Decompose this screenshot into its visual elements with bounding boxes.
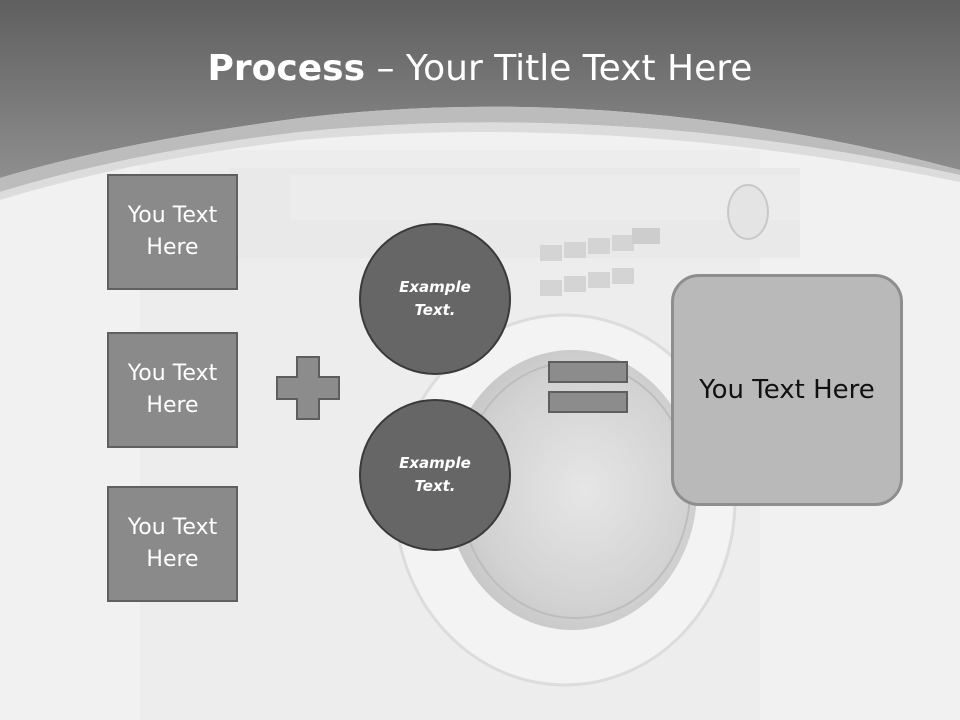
result-box: You Text Here bbox=[671, 274, 903, 506]
example-circle-1: Example Text. bbox=[359, 223, 511, 375]
circle-label: Example Text. bbox=[399, 278, 471, 319]
result-label: You Text Here bbox=[699, 375, 875, 405]
plus-icon bbox=[276, 356, 340, 420]
slide-title: Process – Your Title Text Here bbox=[0, 48, 960, 89]
input-box-label: You Text Here bbox=[127, 515, 218, 572]
title-rest: – Your Title Text Here bbox=[365, 48, 753, 89]
input-box-2: You Text Here bbox=[107, 332, 238, 448]
input-box-label: You Text Here bbox=[127, 361, 218, 418]
input-box-3: You Text Here bbox=[107, 486, 238, 602]
equals-icon bbox=[548, 361, 628, 413]
input-box-label: You Text Here bbox=[127, 203, 218, 260]
input-box-1: You Text Here bbox=[107, 174, 238, 290]
title-bold: Process bbox=[207, 48, 366, 89]
circle-label: Example Text. bbox=[399, 454, 471, 495]
example-circle-2: Example Text. bbox=[359, 399, 511, 551]
